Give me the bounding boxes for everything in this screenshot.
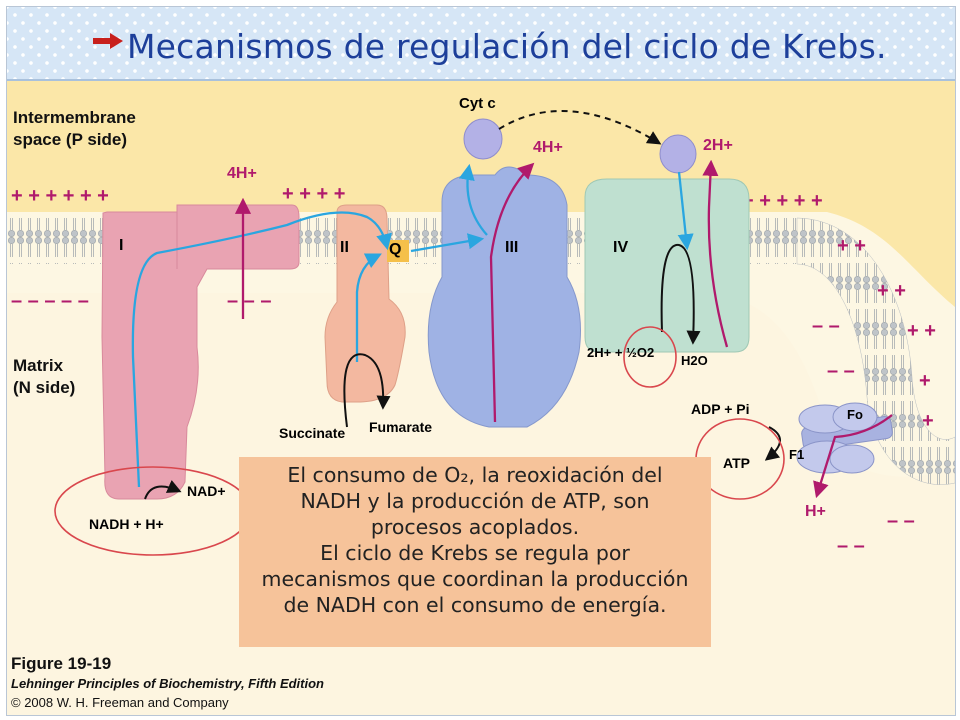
cytc-label: Cyt c: [459, 95, 496, 112]
electron-path-iii-to-cytc: [458, 163, 488, 236]
protons-4h-iii: 4H+: [533, 139, 563, 156]
succinate-label: Succinate: [279, 425, 346, 441]
svg-text:+ + + + + +: + + + + + +: [11, 185, 109, 207]
svg-text:+: +: [919, 370, 931, 392]
svg-text:– –: – –: [887, 510, 915, 532]
slide-title: Mecanismos de regulación del ciclo de Kr…: [127, 27, 887, 66]
complex-iii: [427, 166, 581, 428]
inner-membrane-curve: [796, 217, 955, 485]
complex-i: [101, 204, 300, 500]
callout-line: de NADH con el consumo de energía.: [283, 593, 667, 617]
adp-label: ADP + Pi: [691, 401, 750, 417]
nad-label: NAD+: [187, 483, 226, 499]
intermembrane-label: Intermembrane space (P side): [13, 108, 136, 149]
copyright: © 2008 W. H. Freeman and Company: [11, 695, 229, 710]
callout-line: NADH y la producción de ATP, son: [300, 489, 650, 513]
membrane-charges: + + + + + + + + + + + + + + + – – – – – …: [11, 183, 936, 557]
svg-text:– –: – –: [827, 360, 855, 382]
slide-frame: Mecanismos de regulación del ciclo de Kr…: [6, 6, 956, 716]
title-arrow-icon: [93, 33, 123, 49]
cytc-transfer-arrow: [498, 110, 662, 145]
oxygen-reaction-arrow: [660, 243, 701, 345]
protons-4h-i: 4H+: [227, 165, 257, 182]
complex-iii-label: III: [505, 239, 519, 256]
complex-ii-label: II: [340, 239, 349, 256]
book-title: Lehninger Principles of Biochemistry, Fi…: [11, 676, 324, 691]
f1-label: F1: [789, 447, 805, 462]
complex-iv: [584, 178, 750, 353]
complex-i-label: I: [119, 237, 124, 254]
svg-text:+ +: + +: [907, 320, 936, 342]
callout-line: mecanismos que coordinan la producción: [261, 567, 689, 591]
protons-2h-iv: 2H+: [703, 137, 733, 154]
svg-text:– –: – –: [837, 535, 865, 557]
proton-pump-complex-iv: [702, 159, 729, 348]
ubiquinone-q: [387, 240, 409, 262]
svg-text:+ + + + +: + + + + +: [742, 190, 823, 212]
succinate-reaction-arrow: [343, 353, 391, 428]
q-label: Q: [389, 241, 402, 258]
figure-number: Figure 19-19: [11, 654, 112, 673]
oxygen-highlight-circle: [623, 326, 677, 388]
electron-path-q-to-iii: [410, 233, 485, 253]
cytochrome-c-right: [659, 134, 697, 174]
electron-path-complex-ii: [355, 253, 382, 362]
oxygen-reaction-label: 2H+ + ½O2: [587, 345, 655, 360]
cytochrome-c-left: [463, 118, 503, 160]
svg-text:– – –: – – –: [227, 290, 271, 312]
svg-text:+: +: [922, 410, 934, 432]
figure-caption: Figure 19-19 Lehninger Principles of Bio…: [11, 653, 324, 713]
svg-text:+ +: + +: [837, 235, 866, 257]
proton-flow-atp-synthase: [813, 414, 893, 499]
atp-synthase: [796, 402, 893, 474]
electron-path-complex-i: [131, 211, 392, 488]
water-label: H2O: [681, 353, 708, 368]
fumarate-label: Fumarate: [369, 419, 433, 435]
complex-iv-label: IV: [613, 239, 629, 256]
callout-line: El ciclo de Krebs se regula por: [320, 541, 630, 565]
title-banner: [7, 7, 955, 81]
svg-text:+ + + +: + + + +: [282, 183, 345, 205]
nadh-label: NADH + H+: [89, 516, 164, 532]
proton-pump-complex-iii: [489, 162, 535, 423]
callout-line: procesos acoplados.: [370, 515, 580, 539]
f0-label: Fo: [847, 407, 863, 422]
svg-text:– – – – –: – – – – –: [11, 290, 89, 312]
proton-out-label: H+: [805, 503, 826, 520]
svg-text:+ +: + +: [877, 280, 906, 302]
matrix-label: Matrix (N side): [13, 356, 76, 397]
callout-line: El consumo de O₂, la reoxidación del: [287, 463, 663, 487]
atp-label: ATP: [723, 455, 750, 471]
explanation-callout: El consumo de O₂, la reoxidación del NAD…: [239, 457, 711, 647]
electron-path-cytc-to-iv: [677, 171, 694, 251]
complex-ii: [324, 204, 406, 403]
svg-text:– –: – –: [812, 315, 840, 337]
nad-reaction-arrow: [144, 480, 182, 500]
